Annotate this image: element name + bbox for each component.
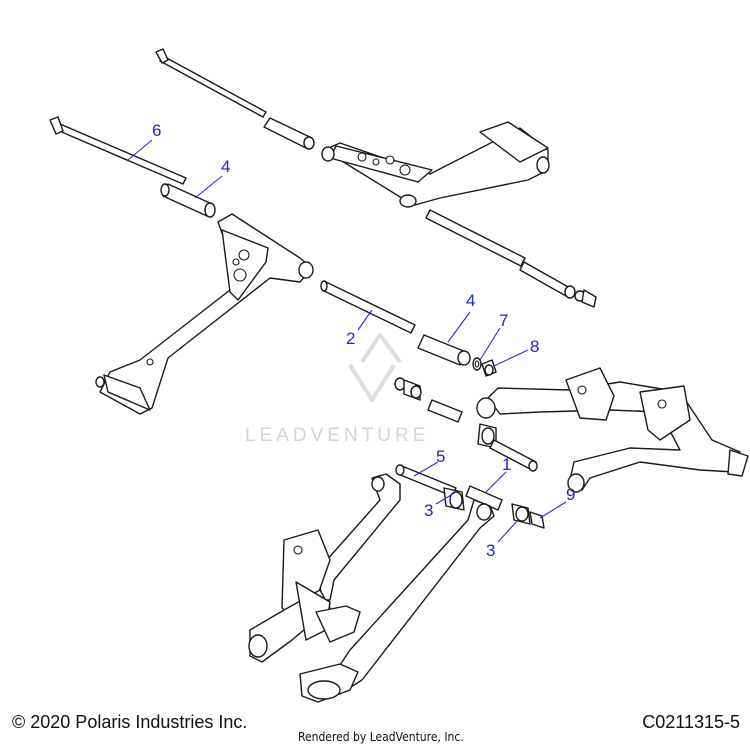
leader-5 — [413, 461, 439, 477]
watermark-logo — [348, 333, 402, 402]
callout-2: 2 — [346, 329, 355, 348]
upper-right-rod — [425, 209, 597, 308]
bolt-item-6 — [49, 116, 187, 185]
callout-8: 8 — [530, 337, 539, 356]
diagram-id: C0211315-5 — [642, 712, 740, 732]
leader-6 — [127, 139, 153, 161]
callout-6: 6 — [152, 121, 161, 140]
leader-1 — [485, 471, 507, 493]
top-bushing — [263, 117, 315, 150]
top-long-bolt — [155, 48, 267, 118]
leader-7 — [479, 327, 501, 361]
callout-7: 7 — [499, 311, 508, 330]
callouts: 6 4 2 4 7 8 5 1 3 9 3 — [152, 121, 575, 560]
left-a-arm — [95, 213, 314, 415]
callout-1: 1 — [502, 455, 511, 474]
upper-frame-arm — [321, 121, 550, 208]
callout-9: 9 — [566, 485, 575, 504]
lower-trailing-arm — [248, 473, 495, 703]
pin-item-2 — [320, 280, 416, 334]
washer-item-7 — [472, 357, 482, 371]
callout-3-mid: 3 — [424, 501, 433, 520]
watermark-text: LEADVENTURE — [245, 425, 429, 446]
leader-lines — [127, 139, 567, 543]
leader-4-upper — [194, 175, 223, 199]
leader-3-mid — [435, 491, 457, 505]
nut-item-8 — [481, 359, 497, 377]
bushing-item-4-lower — [417, 334, 471, 366]
leader-8 — [493, 349, 529, 367]
copyright-text: © 2020 Polaris Industries Inc. — [12, 712, 248, 732]
leader-4-lower — [447, 311, 471, 343]
leader-3-low — [497, 519, 519, 543]
callout-4-upper: 4 — [221, 157, 230, 176]
callout-3-low: 3 — [486, 541, 495, 560]
callout-5: 5 — [436, 447, 445, 466]
leader-9 — [539, 501, 567, 519]
leader-2 — [357, 309, 373, 331]
right-a-arm — [476, 367, 749, 493]
rendered-by-text: Rendered by LeadVenture, Inc. — [298, 730, 464, 744]
center-hardware — [394, 377, 545, 529]
bushing-item-4-upper — [160, 183, 216, 218]
callout-4-lower: 4 — [466, 291, 475, 310]
